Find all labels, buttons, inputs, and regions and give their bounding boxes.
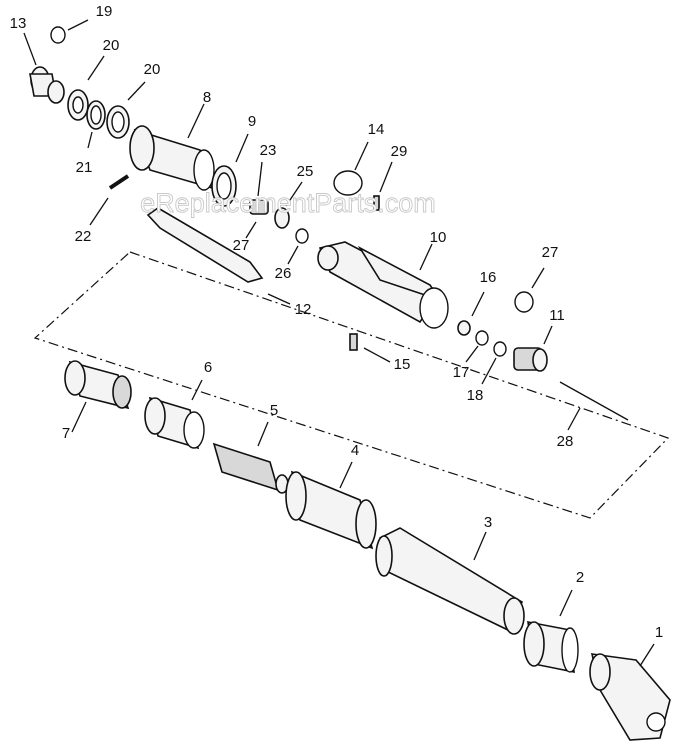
callout-7: 7 [62,425,70,442]
part-14-o-ring [333,170,363,196]
callout-27a: 27 [233,237,250,254]
part-10-motor-housing [317,241,449,329]
callout-15: 15 [394,356,411,373]
part-19-o-ring [50,26,66,44]
callout-14: 14 [368,121,385,138]
part-8-housing [129,103,215,191]
part-17-washer [475,330,489,346]
part-26-washer [295,228,309,244]
part-4-sleeve [285,461,377,550]
callout-20b: 20 [144,61,161,78]
part-28-wire [559,381,629,421]
part-6-rotor [144,379,205,450]
callout-9: 9 [248,113,256,130]
callout-17: 17 [453,364,470,381]
callout-3: 3 [484,514,492,531]
part-25-gear [274,207,290,229]
part-15-pin [349,333,358,351]
part-29-pin [373,195,380,211]
callout-18: 18 [467,387,484,404]
part-3-grip [375,527,525,635]
callout-29: 29 [391,143,408,160]
callout-8: 8 [203,89,211,106]
callout-10: 10 [430,229,447,246]
callout-1: 1 [655,624,663,641]
callout-13: 13 [10,15,27,32]
part-23-spring [249,161,269,215]
callout-22: 22 [75,228,92,245]
part-7-cylinder [64,360,132,433]
part-27-o-ring [514,291,534,313]
callout-2: 2 [576,569,584,586]
callout-12: 12 [295,301,312,318]
part-16-washer [457,320,471,336]
part-5-valve [212,421,289,494]
part-1-ratchet-head [589,643,671,741]
callout-21: 21 [76,159,93,176]
callout-25: 25 [297,163,314,180]
part-12-lever [146,207,264,283]
callout-16: 16 [480,269,497,286]
part-22-pin [108,174,130,190]
callout-20a: 20 [103,37,120,54]
watermark: eReplacementParts.com [140,188,436,218]
callout-5: 5 [270,402,278,419]
callout-19: 19 [96,3,113,20]
part-13-fitting [23,32,65,104]
part-2-collar [523,589,579,673]
part-11-fitting [513,325,553,372]
callout-6: 6 [204,359,212,376]
callout-26: 26 [275,265,292,282]
callout-28: 28 [557,433,574,450]
callout-23: 23 [260,142,277,159]
subassembly-boundary [33,251,670,519]
callout-11: 11 [549,307,565,324]
part-18-washer [493,341,507,357]
callout-27b: 27 [542,244,559,261]
callout-4: 4 [351,442,359,459]
